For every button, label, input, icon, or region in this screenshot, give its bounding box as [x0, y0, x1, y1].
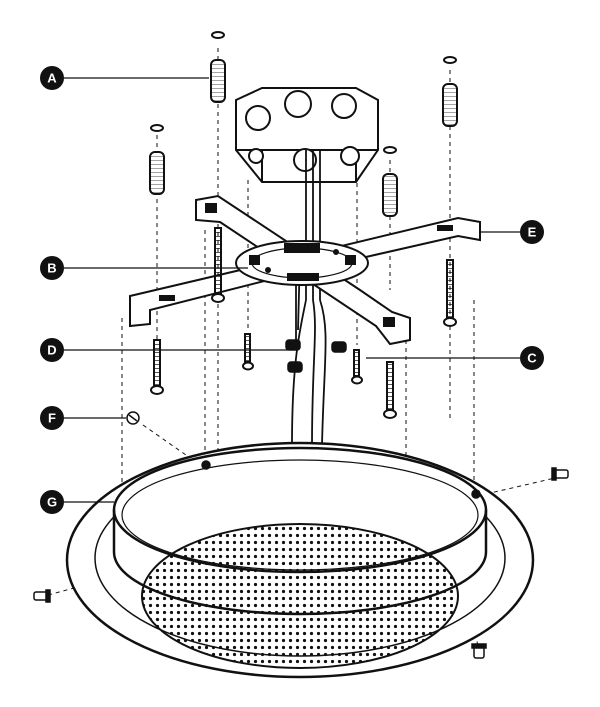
callout-circle — [520, 346, 544, 370]
callout-circle — [520, 220, 544, 244]
callout-badges: A B C D E F G — [40, 66, 544, 514]
wire-nuts — [285, 339, 347, 373]
callout-c: C — [520, 346, 544, 370]
side-screw-3 — [33, 589, 51, 603]
callout-circle — [40, 66, 64, 90]
callout-e: E — [520, 220, 544, 244]
machine-screws — [242, 333, 363, 385]
mounting-bracket-plate — [235, 240, 369, 286]
callout-g: G — [40, 490, 64, 514]
side-screw-1 — [126, 411, 140, 425]
wall-anchors — [149, 31, 458, 217]
callout-label: C — [527, 351, 537, 366]
callout-circle — [40, 256, 64, 280]
side-screw-4 — [471, 643, 487, 659]
long-screw-3 — [150, 339, 164, 395]
wall-anchor-2 — [149, 124, 165, 195]
callout-circle — [40, 338, 64, 362]
callout-label: E — [528, 225, 537, 240]
callout-circle — [40, 406, 64, 430]
callout-leaders — [64, 77, 520, 503]
long-screw-1 — [211, 227, 225, 303]
fixture-housing — [65, 441, 535, 679]
callout-circle — [40, 490, 64, 514]
callout-b: B — [40, 256, 64, 280]
machine-screw-1 — [242, 333, 254, 371]
callout-d: D — [40, 338, 64, 362]
wires — [291, 150, 327, 446]
long-screws — [150, 227, 457, 419]
side-screws — [33, 411, 569, 659]
long-screw-4 — [383, 361, 397, 419]
long-screw-2 — [443, 259, 457, 327]
wall-anchor-3 — [442, 56, 458, 127]
callout-label: G — [47, 495, 57, 510]
callout-label: A — [47, 71, 57, 86]
callout-f: F — [40, 406, 64, 430]
callout-label: F — [48, 411, 56, 426]
callout-a: A — [40, 66, 64, 90]
machine-screw-2 — [351, 349, 363, 385]
wall-anchor-4 — [382, 146, 398, 217]
callout-label: B — [47, 261, 56, 276]
junction-box — [235, 87, 379, 183]
callout-label: D — [47, 343, 56, 358]
side-screw-2 — [551, 467, 569, 481]
wall-anchor-1 — [210, 31, 226, 103]
